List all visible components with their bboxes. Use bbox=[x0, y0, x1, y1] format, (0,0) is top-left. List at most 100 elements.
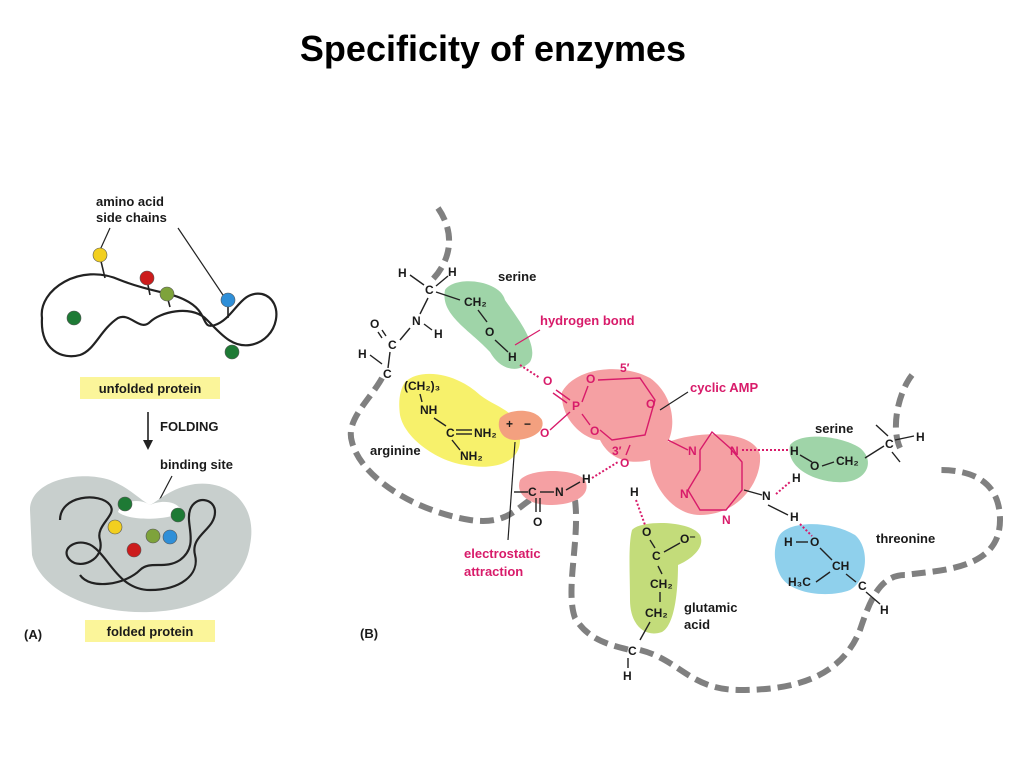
pointer-line-1 bbox=[99, 227, 111, 251]
folded-chain bbox=[58, 496, 217, 592]
yellow-side-chain bbox=[92, 247, 108, 263]
electrostatic-highlight bbox=[498, 410, 543, 440]
camp-highlight bbox=[561, 369, 761, 515]
backbone-nh-highlight bbox=[519, 471, 587, 505]
svg-text:O: O bbox=[485, 325, 494, 339]
svg-text:CH₂: CH₂ bbox=[836, 454, 859, 468]
svg-text:C: C bbox=[388, 338, 397, 352]
svg-text:(CH₂)₃: (CH₂)₃ bbox=[404, 379, 440, 393]
threonine-label: threonine bbox=[876, 531, 935, 546]
svg-text:H: H bbox=[582, 472, 591, 486]
svg-text:H: H bbox=[448, 265, 457, 279]
svg-text:H: H bbox=[398, 266, 407, 280]
svg-text:O: O bbox=[620, 456, 629, 470]
svg-text:O: O bbox=[646, 397, 655, 411]
svg-text:5′: 5′ bbox=[620, 361, 630, 375]
folding-label: FOLDING bbox=[160, 419, 219, 434]
svg-text:NH: NH bbox=[420, 403, 437, 417]
serine-top-highlight bbox=[444, 281, 533, 369]
serine-right-highlight bbox=[789, 436, 868, 483]
svg-text:H: H bbox=[880, 603, 889, 617]
serine-top-label: serine bbox=[498, 269, 536, 284]
svg-text:H: H bbox=[790, 510, 799, 524]
folded-red bbox=[126, 542, 142, 558]
svg-text:O⁻: O⁻ bbox=[680, 532, 696, 546]
svg-text:CH₂: CH₂ bbox=[645, 606, 668, 620]
svg-text:H: H bbox=[792, 471, 801, 485]
svg-text:NH₂: NH₂ bbox=[474, 426, 497, 440]
svg-text:CH: CH bbox=[832, 559, 849, 573]
folded-green-1 bbox=[117, 496, 133, 512]
svg-text:N: N bbox=[688, 444, 697, 458]
green-side-chain-1 bbox=[66, 310, 82, 326]
svg-text:H₃C: H₃C bbox=[788, 575, 811, 589]
panel-a-label: (A) bbox=[24, 627, 42, 642]
svg-text:H: H bbox=[434, 327, 443, 341]
svg-text:O: O bbox=[543, 374, 552, 388]
electrostatic-label-line2: attraction bbox=[464, 564, 523, 579]
svg-text:N: N bbox=[722, 513, 731, 527]
glutamic-highlight bbox=[629, 523, 702, 634]
svg-text:O: O bbox=[810, 535, 819, 549]
svg-text:H: H bbox=[630, 485, 639, 499]
svg-text:H: H bbox=[508, 350, 517, 364]
folded-green-2 bbox=[170, 507, 186, 523]
glutamic-label-line2: acid bbox=[684, 617, 710, 632]
svg-text:N: N bbox=[680, 487, 689, 501]
svg-text:H: H bbox=[358, 347, 367, 361]
side-chains-label-line2: side chains bbox=[96, 210, 167, 225]
svg-text:H: H bbox=[790, 444, 799, 458]
folded-olive bbox=[145, 528, 161, 544]
svg-text:N: N bbox=[555, 485, 564, 499]
blue-side-chain bbox=[220, 292, 236, 308]
protein-backbone bbox=[347, 206, 1004, 694]
svg-text:H: H bbox=[784, 535, 793, 549]
svg-text:C: C bbox=[628, 644, 637, 658]
binding-site-label: binding site bbox=[160, 457, 233, 472]
panel-a: amino acid side chains unfolded protein … bbox=[24, 194, 278, 642]
svg-text:+: + bbox=[506, 417, 513, 431]
svg-text:N: N bbox=[762, 489, 771, 503]
folded-label-bg bbox=[85, 620, 215, 642]
unfolded-label-bg bbox=[80, 377, 220, 399]
pointer-line-2 bbox=[177, 227, 226, 299]
svg-text:N: N bbox=[412, 314, 421, 328]
unfolded-label: unfolded protein bbox=[99, 381, 202, 396]
svg-text:−: − bbox=[524, 417, 531, 431]
cyclic-amp-label: cyclic AMP bbox=[690, 380, 758, 395]
hydrogen-bonds bbox=[519, 364, 813, 537]
folded-protein-shape bbox=[30, 476, 252, 613]
electrostatic-label-line1: electrostatic bbox=[464, 546, 541, 561]
svg-text:C: C bbox=[383, 367, 392, 381]
svg-text:C: C bbox=[652, 549, 661, 563]
svg-text:C: C bbox=[446, 426, 455, 440]
svg-text:CH₂: CH₂ bbox=[464, 295, 487, 309]
svg-text:CH₂: CH₂ bbox=[650, 577, 673, 591]
folded-blue bbox=[162, 529, 178, 545]
svg-text:H: H bbox=[623, 669, 632, 683]
svg-text:3′: 3′ bbox=[612, 444, 622, 458]
folded-yellow bbox=[107, 519, 123, 535]
svg-text:O: O bbox=[590, 424, 599, 438]
svg-text:C: C bbox=[425, 283, 434, 297]
svg-text:H: H bbox=[916, 430, 925, 444]
arginine-highlight bbox=[399, 373, 520, 467]
svg-text:O: O bbox=[586, 372, 595, 386]
svg-text:O: O bbox=[810, 459, 819, 473]
folding-arrowhead bbox=[143, 440, 153, 450]
svg-text:NH₂: NH₂ bbox=[460, 449, 483, 463]
svg-text:C: C bbox=[858, 579, 867, 593]
panel-b: H C H CH₂ O H N H C O H C (CH₂)₃ NH C NH… bbox=[347, 206, 1004, 694]
svg-text:O: O bbox=[642, 525, 651, 539]
red-side-chain bbox=[139, 270, 155, 286]
svg-text:O: O bbox=[370, 317, 379, 331]
olive-side-chain bbox=[159, 286, 175, 302]
panel-b-label: (B) bbox=[360, 626, 378, 641]
folded-label: folded protein bbox=[107, 624, 194, 639]
green-side-chain-2 bbox=[224, 344, 240, 360]
svg-text:O: O bbox=[533, 515, 542, 529]
glutamic-label-line1: glutamic bbox=[684, 600, 737, 615]
unfolded-chain bbox=[40, 273, 278, 358]
svg-text:C: C bbox=[528, 485, 537, 499]
